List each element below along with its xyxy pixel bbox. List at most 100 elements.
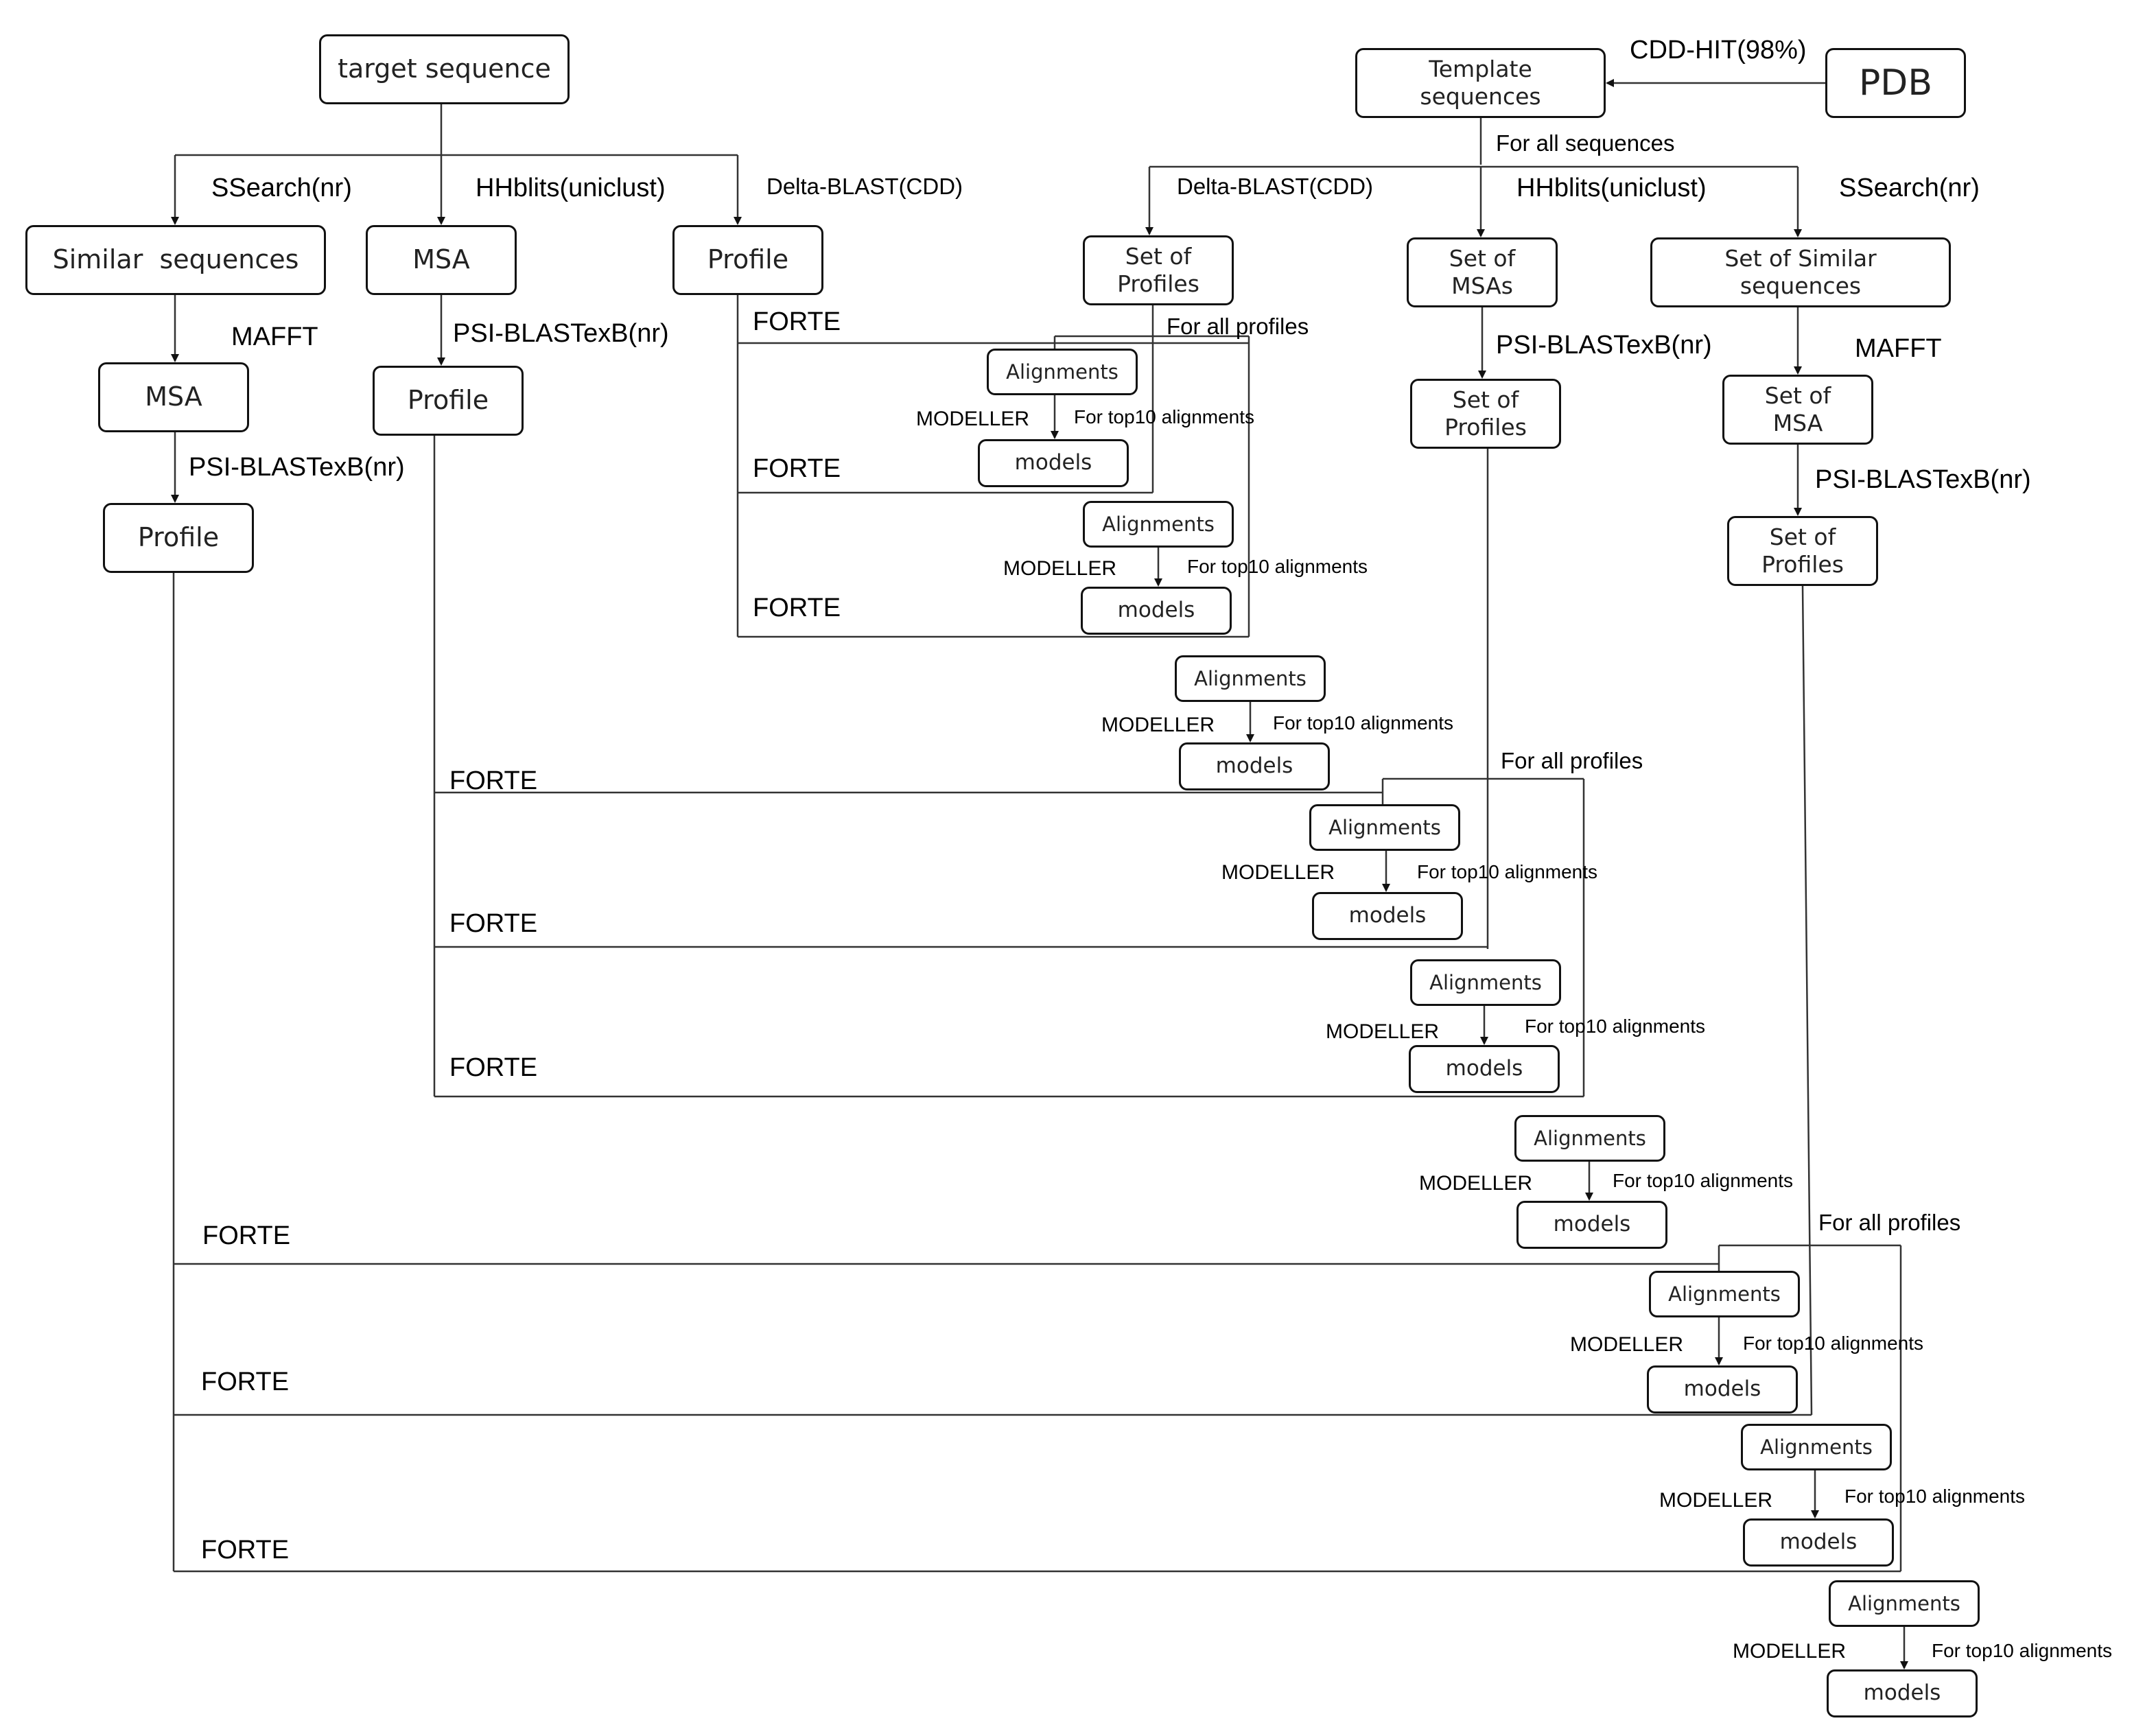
models-box: models bbox=[1516, 1201, 1667, 1249]
profile-box-psi: Profile bbox=[373, 366, 524, 436]
alignments-label: Alignments bbox=[1848, 1591, 1960, 1615]
for-top10-label: For top10 alignments bbox=[1187, 556, 1368, 577]
template-sequences-label: Template sequences bbox=[1420, 56, 1541, 110]
profile-label: Profile bbox=[707, 244, 789, 275]
profile-label: Profile bbox=[407, 385, 489, 416]
hhblits-label: HHblits(uniclust) bbox=[476, 174, 666, 202]
alignments-box: Alignments bbox=[1309, 804, 1460, 851]
set-of-profiles-label: Set of Profiles bbox=[1117, 243, 1199, 297]
for-top10-label: For top10 alignments bbox=[1074, 406, 1255, 427]
forte-label: FORTE bbox=[449, 1053, 538, 1082]
profile-box-left: Profile bbox=[103, 503, 254, 573]
alignments-box: Alignments bbox=[1741, 1424, 1892, 1470]
for-top10-label: For top10 alignments bbox=[1273, 712, 1454, 734]
forte-label: FORTE bbox=[753, 594, 841, 622]
for-all-profiles-label: For all profiles bbox=[1818, 1210, 1961, 1235]
ssearch-label: SSearch(nr) bbox=[211, 174, 352, 202]
ssearch-label: SSearch(nr) bbox=[1839, 174, 1980, 202]
modeller-label: MODELLER bbox=[1326, 1020, 1440, 1043]
pdb-label: PDB bbox=[1858, 62, 1933, 104]
alignments-box: Alignments bbox=[1829, 1580, 1980, 1627]
alignments-box: Alignments bbox=[1175, 655, 1326, 702]
models-box: models bbox=[1179, 742, 1330, 790]
profile-box-delta: Profile bbox=[672, 225, 823, 295]
modeller-label: MODELLER bbox=[1003, 557, 1117, 580]
mafft-label: MAFFT bbox=[1855, 334, 1942, 363]
mafft-label: MAFFT bbox=[231, 322, 318, 351]
forte-label: FORTE bbox=[202, 1221, 291, 1250]
set-of-profiles-label: Set of Profiles bbox=[1444, 386, 1527, 441]
msa-box-mafft: MSA bbox=[98, 362, 249, 432]
similar-sequences-box: Similar sequences bbox=[25, 225, 326, 295]
set-of-profiles-box-delta: Set of Profiles bbox=[1083, 235, 1234, 305]
set-of-msa-box: Set of MSA bbox=[1722, 375, 1873, 445]
alignments-label: Alignments bbox=[1429, 970, 1542, 994]
alignments-box: Alignments bbox=[1410, 959, 1561, 1006]
cdd-hit-label: CDD-HIT(98%) bbox=[1630, 36, 1807, 64]
target-sequence-label: target sequence bbox=[338, 54, 551, 84]
set-of-msas-box: Set of MSAs bbox=[1407, 237, 1558, 307]
alignments-label: Alignments bbox=[1328, 815, 1441, 839]
alignments-label: Alignments bbox=[1194, 666, 1307, 690]
delta-blast-label: Delta-BLAST(CDD) bbox=[766, 174, 963, 199]
profile-label: Profile bbox=[137, 522, 220, 553]
msa-label: MSA bbox=[145, 382, 202, 412]
set-of-similar-sequences-label: Set of Similar sequences bbox=[1724, 245, 1877, 299]
models-box: models bbox=[978, 439, 1129, 487]
for-all-profiles-label: For all profiles bbox=[1501, 748, 1643, 773]
for-top10-label: For top10 alignments bbox=[1525, 1016, 1706, 1037]
alignments-label: Alignments bbox=[1534, 1126, 1646, 1150]
alignments-box: Alignments bbox=[1514, 1115, 1665, 1162]
models-box: models bbox=[1081, 587, 1232, 635]
modeller-label: MODELLER bbox=[1733, 1640, 1847, 1663]
set-of-profiles-label: Set of Profiles bbox=[1761, 524, 1844, 578]
modeller-label: MODELLER bbox=[916, 408, 1030, 430]
alignments-box: Alignments bbox=[987, 349, 1138, 395]
models-box: models bbox=[1409, 1045, 1560, 1093]
set-of-similar-sequences-box: Set of Similar sequences bbox=[1650, 237, 1951, 307]
models-box: models bbox=[1312, 892, 1463, 940]
for-top10-label: For top10 alignments bbox=[1743, 1333, 1924, 1354]
for-top10-label: For top10 alignments bbox=[1417, 861, 1598, 882]
forte-label: FORTE bbox=[449, 766, 538, 795]
for-top10-label: For top10 alignments bbox=[1844, 1486, 2026, 1507]
models-label: models bbox=[1445, 1056, 1523, 1081]
alignments-label: Alignments bbox=[1760, 1435, 1873, 1459]
forte-label: FORTE bbox=[753, 454, 841, 483]
models-label: models bbox=[1863, 1680, 1941, 1706]
alignments-label: Alignments bbox=[1668, 1282, 1781, 1306]
models-label: models bbox=[1117, 598, 1195, 623]
modeller-label: MODELLER bbox=[1221, 861, 1335, 884]
models-box: models bbox=[1647, 1365, 1798, 1414]
models-label: models bbox=[1553, 1212, 1631, 1237]
models-label: models bbox=[1215, 753, 1293, 779]
models-box: models bbox=[1827, 1669, 1978, 1717]
models-label: models bbox=[1683, 1376, 1761, 1402]
forte-label: FORTE bbox=[753, 307, 841, 336]
msa-box-hhblits: MSA bbox=[366, 225, 517, 295]
alignments-box: Alignments bbox=[1083, 501, 1234, 548]
models-box: models bbox=[1743, 1518, 1894, 1567]
delta-blast-label: Delta-BLAST(CDD) bbox=[1177, 174, 1374, 199]
models-label: models bbox=[1779, 1529, 1858, 1555]
set-of-msas-label: Set of MSAs bbox=[1449, 245, 1516, 299]
target-sequence-box: target sequence bbox=[319, 34, 570, 104]
hhblits-label: HHblits(uniclust) bbox=[1516, 174, 1707, 202]
set-of-profiles-box-right: Set of Profiles bbox=[1727, 516, 1878, 586]
template-sequences-box: Template sequences bbox=[1355, 48, 1606, 118]
for-all-profiles-label: For all profiles bbox=[1167, 314, 1309, 339]
modeller-label: MODELLER bbox=[1101, 714, 1215, 736]
for-all-sequences-label: For all sequences bbox=[1496, 130, 1675, 156]
models-label: models bbox=[1014, 450, 1092, 476]
modeller-label: MODELLER bbox=[1419, 1172, 1533, 1195]
modeller-label: MODELLER bbox=[1659, 1489, 1773, 1512]
modeller-label: MODELLER bbox=[1570, 1333, 1684, 1356]
psi-blast-label: PSI-BLASTexB(nr) bbox=[453, 319, 669, 348]
alignments-label: Alignments bbox=[1006, 360, 1118, 384]
alignments-box: Alignments bbox=[1649, 1271, 1800, 1317]
forte-label: FORTE bbox=[201, 1368, 290, 1396]
pdb-box: PDB bbox=[1825, 48, 1966, 118]
set-of-msa-label: Set of MSA bbox=[1764, 382, 1831, 436]
